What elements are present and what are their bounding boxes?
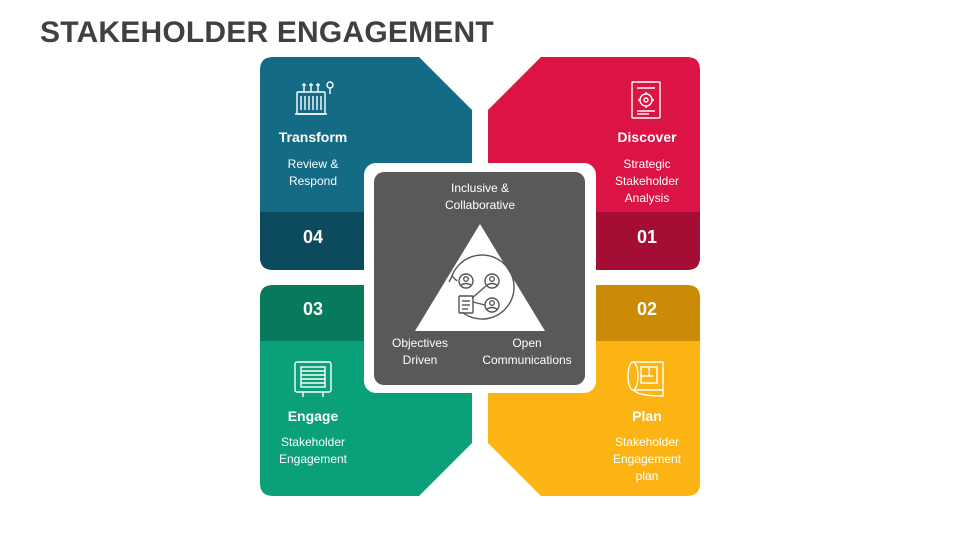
engage-desc-line-2: Engagement	[278, 452, 348, 466]
blueprint-scroll-icon	[627, 361, 664, 397]
plan-title: Plan	[632, 408, 662, 424]
center-triangle	[415, 224, 545, 331]
transform-number-tab	[260, 212, 364, 270]
center-left-line-2: Driven	[402, 353, 438, 367]
plan-desc-line-3: plan	[635, 469, 659, 483]
plan-desc-line-1: Stakeholder	[614, 435, 680, 449]
center-right-line-1: Open	[512, 336, 542, 350]
page-title: STAKEHOLDER ENGAGEMENT	[40, 16, 494, 49]
engage-desc-line-1: Stakeholder	[280, 435, 346, 449]
engage-number-tab	[260, 285, 364, 341]
center-top-line-2: Collaborative	[444, 198, 516, 212]
transform-desc-line-1: Review &	[287, 157, 339, 171]
discover-desc-line-2: Stakeholder	[614, 174, 680, 188]
discover-desc-line-1: Strategic	[623, 157, 671, 171]
discover-number: 01	[636, 227, 658, 247]
shutter-device-icon	[294, 361, 332, 397]
center-right-line-2: Communications	[482, 353, 572, 367]
transformer-icon	[295, 81, 334, 115]
discover-title: Discover	[617, 129, 677, 145]
transform-number: 04	[302, 227, 324, 247]
transform-desc-line-2: Respond	[288, 174, 338, 188]
engage-title: Engage	[287, 408, 339, 424]
engage-number: 03	[302, 299, 324, 319]
transform-title: Transform	[278, 129, 348, 145]
report-gear-icon	[631, 81, 661, 119]
plan-desc-line-2: Engagement	[612, 452, 682, 466]
discover-number-tab	[596, 212, 700, 270]
people-network-cycle-icon	[448, 254, 515, 320]
discover-desc-line-3: Analysis	[624, 191, 670, 205]
center-top-line-1: Inclusive &	[450, 181, 510, 195]
plan-number: 02	[636, 299, 658, 319]
plan-number-tab	[596, 285, 700, 341]
center-left-line-1: Objectives	[391, 336, 449, 350]
